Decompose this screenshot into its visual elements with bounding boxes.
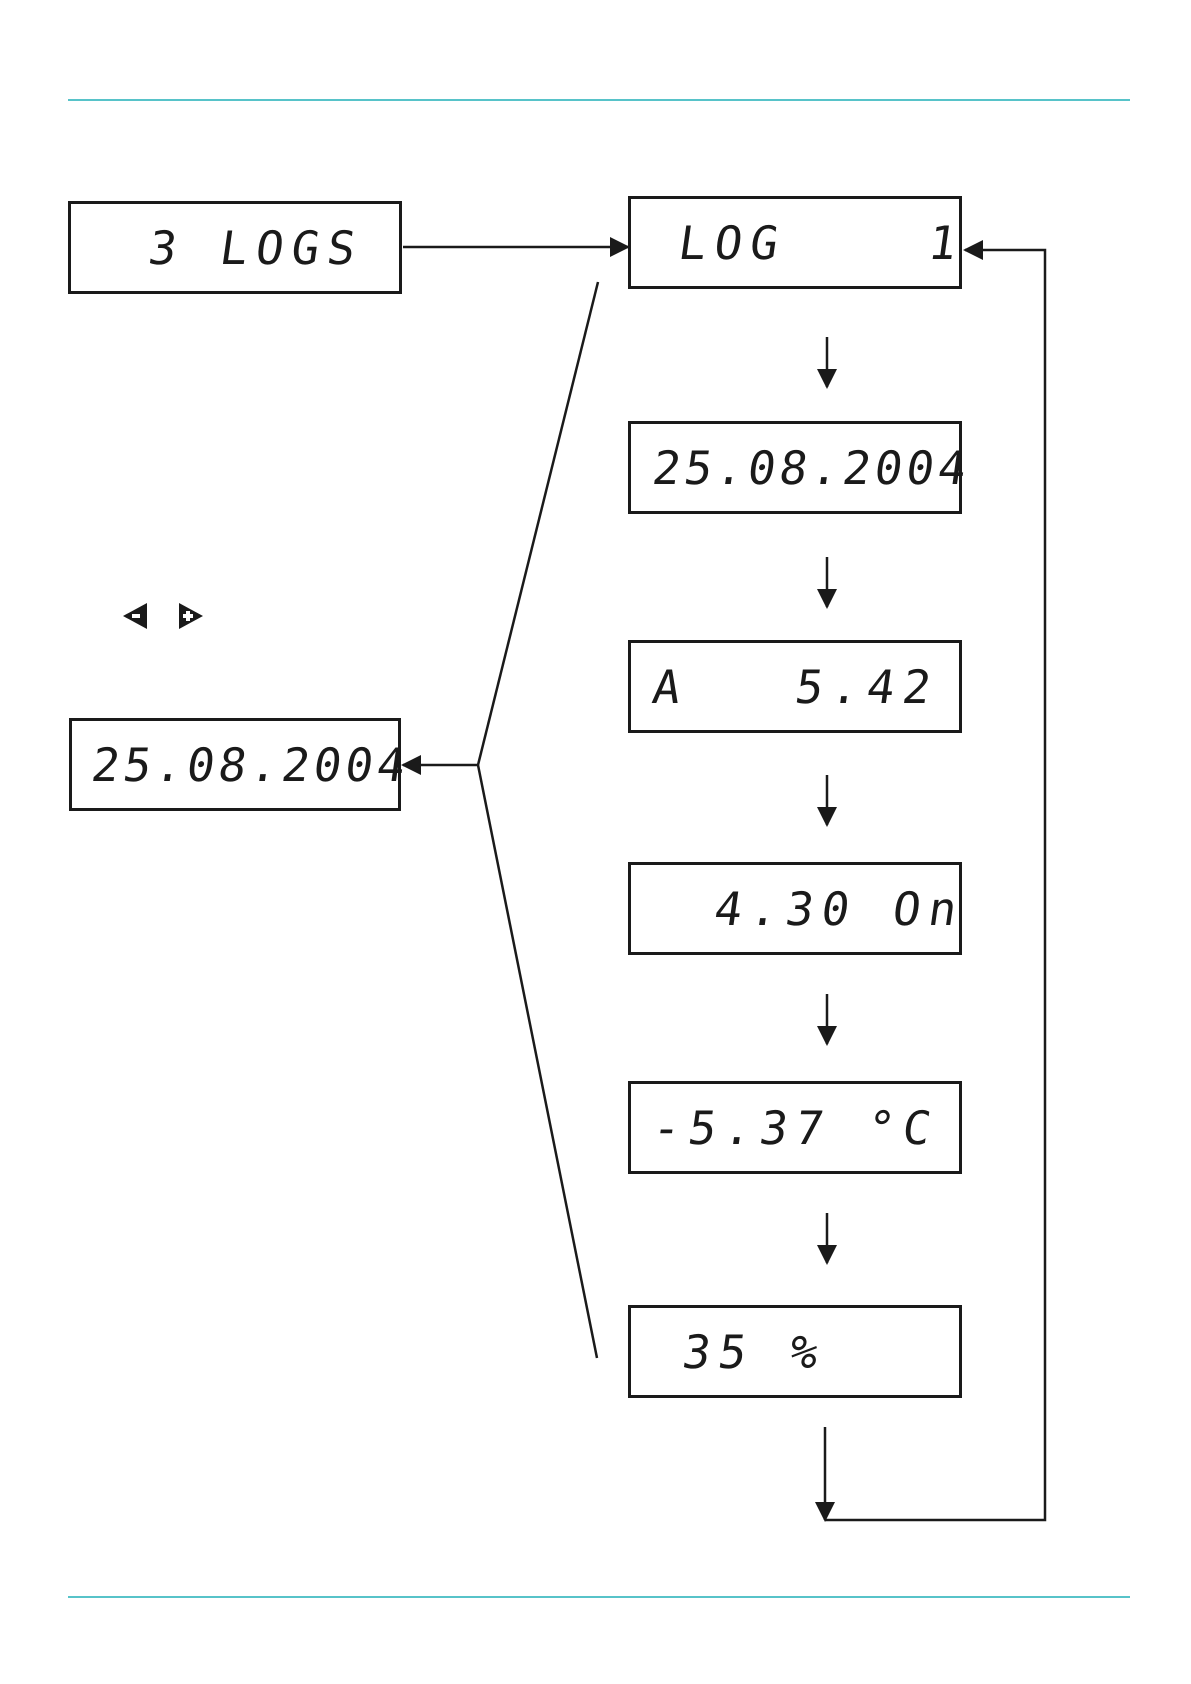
display-selected-date-text: 25.08.2004 [89, 742, 412, 788]
display-log-date: 25.08.2004 [628, 421, 962, 514]
display-log-time-text: 4.30 On [676, 886, 968, 932]
display-log-humidity: 35 % [628, 1305, 962, 1398]
display-log-time: 4.30 On [628, 862, 962, 955]
bracket-lower [478, 765, 597, 1358]
display-logs-count-text: 3 LOGS [146, 225, 367, 271]
display-log-number: LOG 1 [628, 196, 962, 289]
plus-key-icon [175, 601, 205, 631]
display-log-humidity-text: 35 % [680, 1329, 829, 1375]
display-log-number-text: LOG 1 [676, 220, 968, 266]
display-log-temperature-text: -5.37 °C [650, 1105, 942, 1151]
minus-key-icon [121, 601, 151, 631]
display-log-temperature: -5.37 °C [628, 1081, 962, 1174]
bracket-upper [478, 282, 598, 765]
display-log-date-text: 25.08.2004 [650, 445, 973, 491]
display-log-reading-a: A 5.42 [628, 640, 962, 733]
display-logs-count: 3 LOGS [68, 201, 402, 294]
display-selected-date: 25.08.2004 [69, 718, 401, 811]
display-log-reading-a-text: A 5.42 [650, 664, 942, 710]
